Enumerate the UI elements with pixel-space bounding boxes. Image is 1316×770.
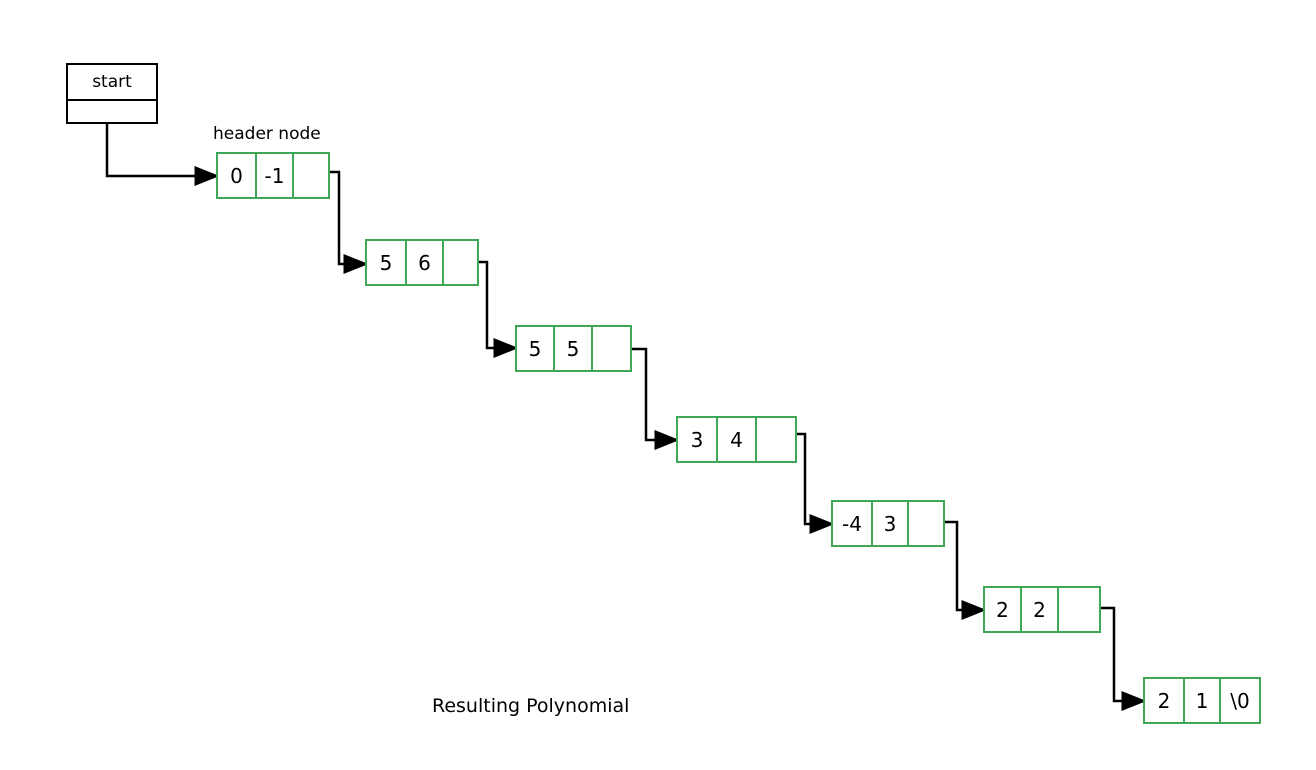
header-node: 0 -1 — [216, 152, 330, 199]
link-arrow-5 — [941, 520, 987, 620]
link-arrow-2 — [474, 260, 519, 358]
list-node: 5 6 — [365, 239, 479, 286]
exponent-cell: 3 — [873, 502, 909, 545]
list-node: 5 5 — [515, 325, 632, 372]
coefficient-cell: 2 — [985, 588, 1022, 631]
link-cell — [757, 418, 795, 461]
exponent-cell: 2 — [1022, 588, 1059, 631]
coefficient-cell: 5 — [517, 327, 555, 370]
tail-node: 2 1 \0 — [1143, 677, 1261, 724]
exponent-cell: 5 — [555, 327, 593, 370]
link-cell — [444, 241, 477, 284]
list-node: 2 2 — [983, 586, 1101, 633]
header-node-label: header node — [213, 124, 321, 144]
link-cell — [593, 327, 630, 370]
coefficient-cell: -4 — [833, 502, 873, 545]
coefficient-cell: 0 — [218, 154, 257, 197]
start-pointer-arrow — [105, 112, 220, 186]
null-link-cell: \0 — [1230, 688, 1250, 713]
link-cell — [1059, 588, 1099, 631]
link-arrow-3 — [629, 347, 680, 450]
link-arrow-4 — [793, 432, 835, 534]
exponent-cell: -1 — [257, 154, 294, 197]
exponent-cell: 1 — [1185, 679, 1221, 722]
link-cell — [909, 502, 943, 545]
coefficient-cell: 2 — [1145, 679, 1185, 722]
start-pointer-box: start — [66, 63, 158, 124]
link-cell — [294, 154, 328, 197]
exponent-cell: 6 — [407, 241, 444, 284]
exponent-cell: 4 — [718, 418, 757, 461]
list-node: 3 4 — [676, 416, 797, 463]
list-node: -4 3 — [831, 500, 945, 547]
coefficient-cell: 3 — [678, 418, 718, 461]
start-label: start — [68, 65, 156, 101]
link-arrow-6 — [1097, 606, 1147, 711]
coefficient-cell: 5 — [367, 241, 407, 284]
link-arrow-1 — [327, 170, 369, 274]
diagram-caption: Resulting Polynomial — [432, 695, 630, 717]
